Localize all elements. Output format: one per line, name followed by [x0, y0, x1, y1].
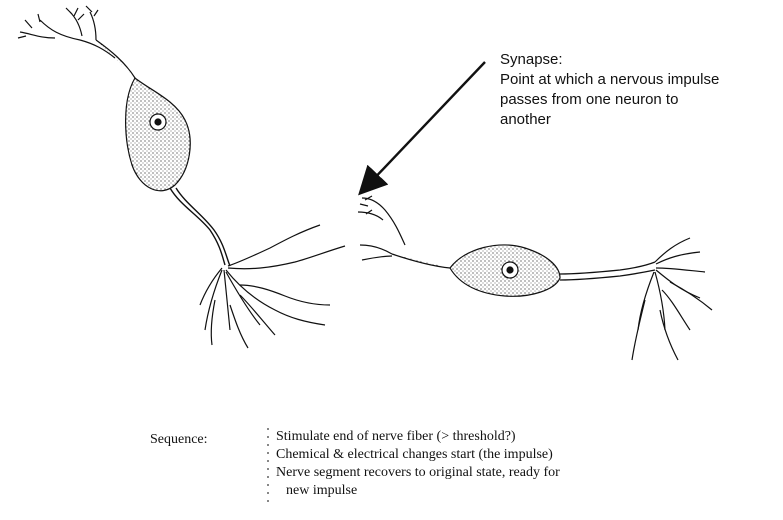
sequence-title: Sequence:	[150, 432, 208, 448]
sequence-item-3: Nerve segment recovers to original state…	[276, 464, 606, 482]
sequence-item-2: Chemical & electrical changes start (the…	[276, 446, 606, 464]
synapse-line-2: passes from one neuron to	[500, 90, 770, 110]
synapse-line-3: another	[500, 110, 770, 130]
sequence-item-4: new impulse	[276, 482, 606, 500]
synapse-caption: Synapse: Point at which a nervous impuls…	[500, 50, 770, 130]
cell-body-left	[126, 78, 191, 191]
sequence-item-1: Stimulate end of nerve fiber (> threshol…	[276, 428, 606, 446]
synapse-line-1: Point at which a nervous impulse	[500, 70, 770, 90]
neuron-left	[18, 6, 345, 348]
neuron-right	[358, 196, 712, 360]
synapse-title: Synapse:	[500, 50, 770, 70]
synapse-arrow	[368, 62, 485, 185]
sequence-list: Stimulate end of nerve fiber (> threshol…	[276, 428, 606, 500]
